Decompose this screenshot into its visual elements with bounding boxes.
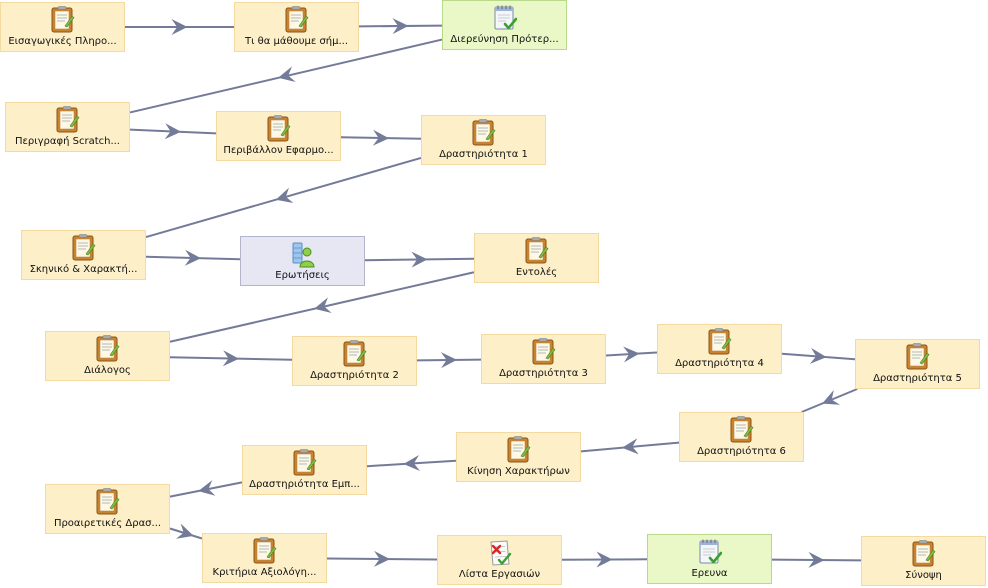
person-icon (291, 240, 315, 268)
node-n6[interactable]: Δραστηριότητα 1 (421, 115, 546, 165)
arrowhead-n12-n13 (623, 346, 640, 363)
node-label: Τι θα μάθουμε σήμ... (244, 36, 349, 47)
node-n15[interactable]: Δραστηριότητα 6 (679, 412, 804, 462)
arrowhead-n19-n20 (373, 550, 390, 567)
arrowhead-n15-n16 (622, 438, 639, 455)
page-icon (56, 106, 80, 134)
arrowhead-n1-n2 (171, 19, 188, 35)
node-n2[interactable]: Τι θα μάθουμε σήμ... (234, 2, 359, 52)
node-n3[interactable]: Διερεύνηση Πρότερ... (442, 0, 567, 50)
node-n14[interactable]: Δραστηριότητα 5 (855, 339, 980, 389)
node-label: Εντολές (515, 267, 558, 278)
page-icon (472, 119, 496, 147)
node-label: Λίστα Εργασιών (458, 569, 541, 580)
arrowhead-n5-n6 (372, 129, 389, 146)
arrowhead-n8-n9 (411, 251, 428, 268)
node-n12[interactable]: Δραστηριότητα 3 (481, 334, 606, 384)
node-n4[interactable]: Περιγραφή Scratch... (5, 102, 130, 152)
arrowhead-n4-n5 (164, 123, 181, 140)
arrowhead-n11-n12 (440, 352, 457, 369)
node-label: Εισαγωγικές Πληρο... (8, 36, 117, 47)
page-icon (343, 340, 367, 368)
arrowhead-n16-n17 (403, 455, 420, 471)
node-label: Δραστηριότητα Εμπ... (249, 479, 360, 490)
node-label: Δραστηριότητα 3 (499, 368, 588, 379)
node-n21[interactable]: Ερευνα (647, 534, 772, 584)
page-icon (906, 343, 930, 371)
notepad-check-icon (698, 538, 722, 566)
node-n18[interactable]: Προαιρετικές Δρασ... (45, 484, 170, 534)
node-label: Ερευνα (691, 568, 728, 579)
arrowhead-n20-n21 (596, 551, 613, 568)
node-label: Δραστηριότητα 1 (439, 149, 528, 160)
page-icon (72, 234, 96, 262)
node-label: Περιγραφή Scratch... (14, 136, 120, 147)
page-icon (708, 328, 732, 356)
node-n8[interactable]: Ερωτήσεις (240, 236, 365, 286)
node-label: Κριτήρια Αξιολόγη... (212, 567, 317, 578)
arrowhead-n21-n22 (808, 551, 825, 568)
page-icon (525, 237, 549, 265)
arrowhead-n3-n4 (278, 66, 296, 82)
page-icon (532, 338, 556, 366)
node-label: Προαιρετικές Δρασ... (53, 518, 162, 529)
node-label: Δραστηριότητα 5 (873, 373, 962, 384)
node-n7[interactable]: Σκηνικό & Χαρακτή... (21, 230, 146, 280)
node-label: Σκηνικό & Χαρακτή... (29, 264, 138, 275)
notepad-check-icon (493, 4, 517, 32)
arrowhead-n7-n8 (184, 249, 201, 266)
node-label: Διερεύνηση Πρότερ... (450, 34, 559, 45)
node-n13[interactable]: Δραστηριότητα 4 (657, 324, 782, 374)
node-label: Δραστηριότητα 6 (697, 446, 786, 457)
node-label: Δραστηριότητα 4 (675, 358, 764, 369)
arrowhead-n2-n3 (392, 18, 409, 35)
node-label: Ερωτήσεις (275, 270, 330, 281)
checklist-icon (488, 539, 512, 567)
arrowhead-n6-n7 (275, 187, 294, 203)
arrowhead-n14-n15 (822, 390, 840, 405)
node-n20[interactable]: Λίστα Εργασιών (437, 535, 562, 585)
node-n1[interactable]: Εισαγωγικές Πληρο... (0, 2, 125, 52)
node-n5[interactable]: Περιβάλλον Εφαρμο... (216, 111, 341, 161)
page-icon (253, 537, 277, 565)
page-icon (285, 6, 309, 34)
page-icon (730, 416, 754, 444)
node-n9[interactable]: Εντολές (474, 233, 599, 283)
arrowhead-n9-n10 (314, 297, 332, 313)
page-icon (51, 6, 75, 34)
page-icon (267, 115, 291, 143)
node-n10[interactable]: Διάλογος (45, 331, 170, 381)
page-icon (507, 436, 531, 464)
node-n16[interactable]: Κίνηση Χαρακτήρων (456, 432, 581, 482)
arrowhead-n18-n19 (176, 523, 194, 539)
node-label: Διάλογος (84, 365, 131, 376)
page-icon (293, 449, 317, 477)
node-label: Κίνηση Χαρακτήρων (467, 466, 570, 477)
page-icon (96, 488, 120, 516)
node-n22[interactable]: Σύνοψη (861, 536, 986, 586)
arrowhead-n10-n11 (222, 350, 239, 367)
arrowhead-n13-n14 (809, 347, 827, 364)
node-label: Δραστηριότητα 2 (310, 370, 399, 381)
node-label: Περιβάλλον Εφαρμο... (223, 145, 334, 156)
page-icon (912, 540, 936, 568)
arrowhead-n17-n18 (198, 480, 216, 496)
node-n19[interactable]: Κριτήρια Αξιολόγη... (202, 533, 327, 583)
node-n17[interactable]: Δραστηριότητα Εμπ... (242, 445, 367, 495)
page-icon (96, 335, 120, 363)
node-n11[interactable]: Δραστηριότητα 2 (292, 336, 417, 386)
node-label: Σύνοψη (905, 570, 942, 581)
